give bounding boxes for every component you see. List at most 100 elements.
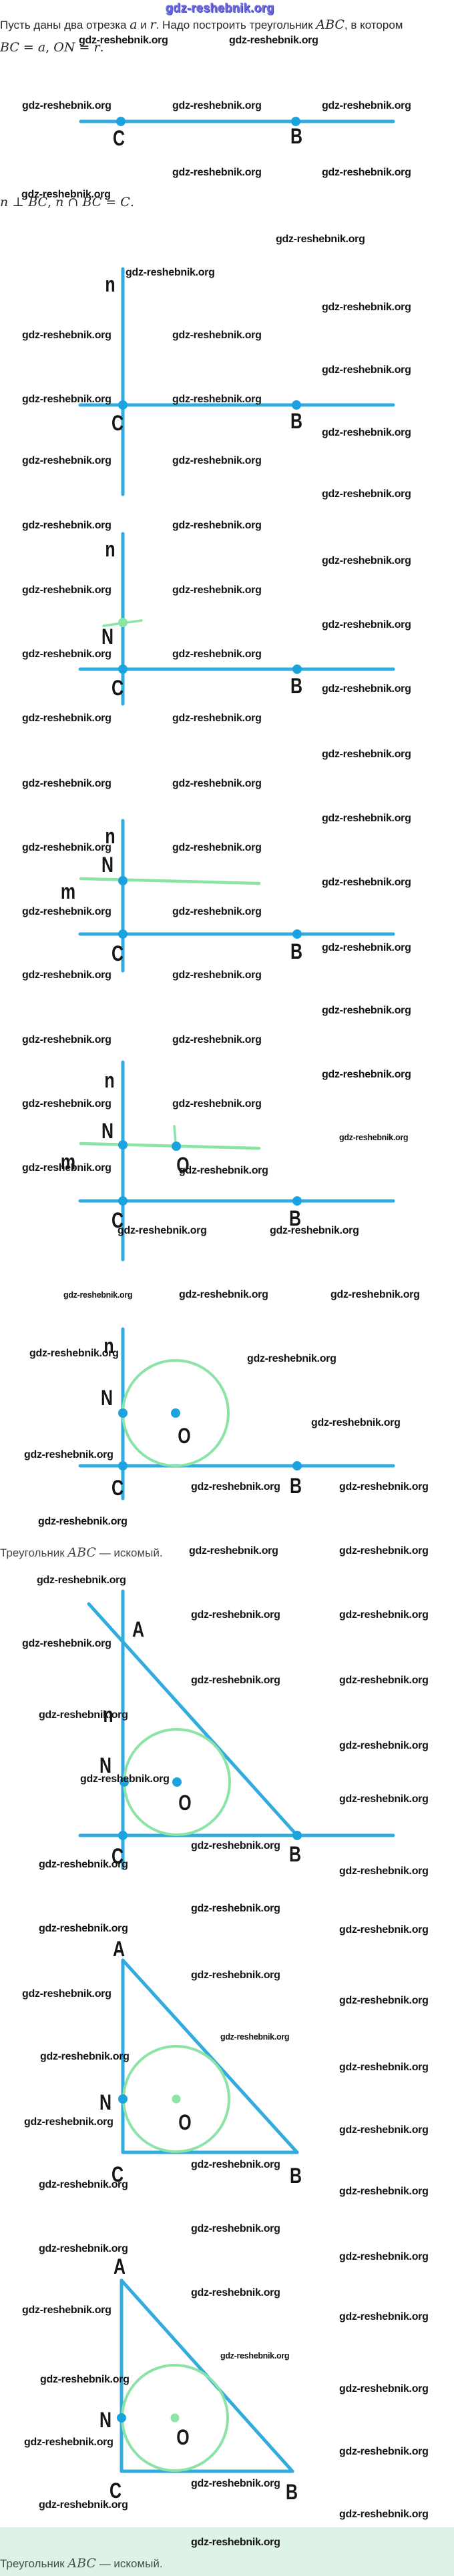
site-watermark: gdz-reshebnik.org xyxy=(191,1675,280,1686)
point-dot xyxy=(172,1142,181,1151)
text-segment: , в котором xyxy=(344,19,403,31)
construction-line xyxy=(173,1125,177,1144)
site-watermark: gdz-reshebnik.org xyxy=(330,1289,420,1300)
text-segment: BC xyxy=(0,40,19,55)
site-watermark: gdz-reshebnik.org xyxy=(172,713,262,724)
site-watermark: gdz-reshebnik.org xyxy=(22,969,111,981)
point-label-N: N xyxy=(101,625,114,649)
site-watermark: gdz-reshebnik.org xyxy=(22,778,111,789)
point-label-B: B xyxy=(289,1843,301,1867)
point-label-N: N xyxy=(101,853,114,877)
site-watermark: gdz-reshebnik.org xyxy=(322,1005,411,1016)
text-segment: C xyxy=(120,195,130,209)
site-watermark: gdz-reshebnik.org xyxy=(189,1545,278,1557)
site-watermark: gdz-reshebnik.org xyxy=(339,1740,429,1751)
site-watermark: gdz-reshebnik.org xyxy=(22,649,111,660)
point-dot xyxy=(118,876,128,885)
site-watermark: gdz-reshebnik.org xyxy=(29,1348,119,1359)
point-label-O: O xyxy=(176,1154,189,1178)
point-dot xyxy=(292,1461,302,1470)
text-segment: a xyxy=(37,40,46,55)
site-watermark: gdz-reshebnik.org xyxy=(322,1069,411,1080)
point-dot xyxy=(292,665,302,674)
point-dot xyxy=(118,929,128,939)
site-watermark: gdz-reshebnik.org xyxy=(339,2311,429,2322)
site-watermark: gdz-reshebnik.org xyxy=(24,1449,114,1460)
point-label-n: n xyxy=(105,825,115,849)
point-dot xyxy=(172,2094,181,2104)
site-watermark: gdz-reshebnik.org xyxy=(191,2537,280,2548)
site-watermark: gdz-reshebnik.org xyxy=(22,100,111,111)
point-label-C: C xyxy=(111,677,124,701)
point-label-C: C xyxy=(111,1209,124,1233)
site-watermark: gdz-reshebnik.org xyxy=(22,394,111,405)
point-label-O: O xyxy=(178,1791,191,1815)
site-watermark: gdz-reshebnik.org xyxy=(191,1970,280,1981)
site-watermark: gdz-reshebnik.org xyxy=(172,842,262,853)
point-dot xyxy=(118,1140,128,1150)
site-watermark: gdz-reshebnik.org xyxy=(322,555,411,566)
site-watermark: gdz-reshebnik.org xyxy=(322,749,411,760)
text-segment: и xyxy=(137,19,150,31)
point-label-O: O xyxy=(178,1424,190,1448)
text-segment: . Надо построить треугольник xyxy=(156,19,316,31)
site-watermark: gdz-reshebnik.org xyxy=(229,35,318,46)
site-watermark: gdz-reshebnik.org xyxy=(172,1034,262,1045)
site-watermark: gdz-reshebnik.org xyxy=(339,2509,429,2520)
text-segment: ABC xyxy=(67,1545,96,1560)
site-watermark: gdz-reshebnik.org xyxy=(39,2243,128,2254)
site-watermark: gdz-reshebnik.org xyxy=(311,1417,401,1428)
site-watermark: gdz-reshebnik.org xyxy=(172,100,262,111)
site-watermark: gdz-reshebnik.org xyxy=(220,2032,290,2042)
point-dot xyxy=(292,400,301,410)
point-label-B: B xyxy=(286,2481,298,2505)
text-segment: n xyxy=(55,195,64,209)
text-segment: = xyxy=(19,40,38,55)
point-label-B: B xyxy=(290,2164,302,2188)
site-watermark: gdz-reshebnik.org xyxy=(22,330,111,341)
point-label-N: N xyxy=(99,2091,111,2115)
site-watermark: gdz-reshebnik.org xyxy=(339,1545,429,1557)
text-segment: Треугольник xyxy=(0,2557,68,2570)
point-dot xyxy=(118,400,128,410)
intro-line-2: BC = a, ON = r. xyxy=(0,40,104,55)
point-dot xyxy=(292,1831,302,1840)
site-watermark: gdz-reshebnik.org xyxy=(39,2179,128,2190)
site-watermark: gdz-reshebnik.org xyxy=(21,189,111,200)
construction-line xyxy=(79,877,261,885)
site-watermark: gdz-reshebnik.org xyxy=(191,1840,280,1851)
site-watermark: gdz-reshebnik.org xyxy=(172,969,262,981)
site-watermark: gdz-reshebnik.org xyxy=(172,330,262,341)
site-watermark: gdz-reshebnik.org xyxy=(39,1709,128,1721)
point-label-B: B xyxy=(289,1207,301,1231)
site-watermark: gdz-reshebnik.org xyxy=(179,1165,268,1176)
site-watermark: gdz-reshebnik.org xyxy=(22,455,111,466)
point-label-A: A xyxy=(113,1938,125,1962)
text-segment: BC xyxy=(28,195,48,209)
point-dot xyxy=(118,1196,128,1206)
site-watermark: gdz-reshebnik.org xyxy=(339,1609,429,1621)
point-label-N: N xyxy=(101,1120,114,1144)
text-segment: Пусть даны два отрезка xyxy=(0,19,130,31)
site-watermark-logo: gdz-reshebnik.org xyxy=(166,1,274,15)
point-label-B: B xyxy=(290,675,302,699)
site-watermark: gdz-reshebnik.org xyxy=(339,1865,429,1877)
point-label-O: O xyxy=(178,2111,191,2135)
point-label-B: B xyxy=(290,410,302,434)
site-watermark: gdz-reshebnik.org xyxy=(322,942,411,953)
site-watermark: gdz-reshebnik.org xyxy=(126,267,215,278)
site-watermark: gdz-reshebnik.org xyxy=(322,302,411,313)
site-watermark: gdz-reshebnik.org xyxy=(39,1923,128,1934)
site-watermark: gdz-reshebnik.org xyxy=(339,1481,429,1492)
site-watermark: gdz-reshebnik.org xyxy=(22,584,111,596)
site-watermark: gdz-reshebnik.org xyxy=(322,488,411,500)
equation-perpendicular: n ⊥ BC, n ∩ BC = C. xyxy=(0,195,134,209)
site-watermark: gdz-reshebnik.org xyxy=(37,1575,126,1586)
mid-conclusion: Треугольник ABC — искомый. xyxy=(0,1545,163,1560)
